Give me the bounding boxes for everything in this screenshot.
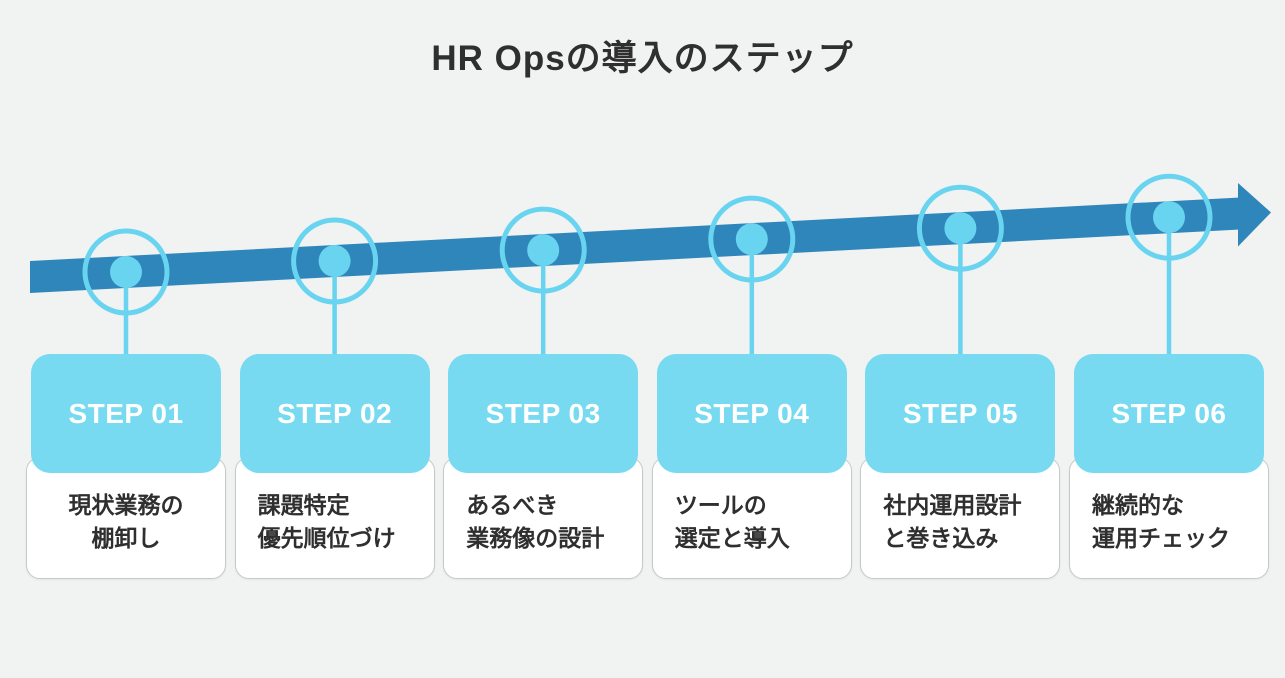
page-title: HR Opsの導入のステップ — [431, 39, 854, 78]
step-marker-2 — [291, 217, 379, 356]
step-marker-3 — [499, 206, 587, 356]
step-description: ツールの 選定と導入 — [674, 492, 790, 551]
step-marker-5 — [916, 184, 1004, 356]
step-label: STEP 02 — [277, 397, 393, 429]
step-card-header: STEP 01 — [31, 354, 221, 473]
step-card-4: STEP 04 ツールの 選定と導入 — [651, 354, 852, 579]
step-description: 現状業務の 棚卸し — [68, 492, 184, 551]
step-label: STEP 04 — [694, 397, 810, 429]
step-card-body: 現状業務の 棚卸し — [26, 457, 226, 579]
step-marker-6 — [1125, 173, 1213, 356]
arrow-shaft — [30, 197, 1240, 293]
marker-dot — [527, 234, 560, 267]
marker-dot — [944, 212, 977, 245]
step-description: 社内運用設計 と巻き込み — [883, 492, 1022, 551]
step-card-header: STEP 02 — [239, 354, 430, 473]
step-card-6: STEP 06 継続的な 運用チェック — [1068, 354, 1269, 579]
step-card-body: 課題特定 優先順位づけ — [234, 457, 435, 579]
step-card-body: 社内運用設計 と巻き込み — [860, 457, 1061, 579]
step-card-body: あるべき 業務像の設計 — [443, 457, 644, 579]
step-cards: STEP 01 現状業務の 棚卸し STEP 02 課題特定 優先順位づけ ST… — [0, 354, 1285, 579]
step-description: 課題特定 優先順位づけ — [257, 492, 396, 551]
step-description: あるべき 業務像の設計 — [466, 492, 605, 551]
step-label: STEP 01 — [68, 397, 184, 429]
step-card-2: STEP 02 課題特定 優先順位づけ — [234, 354, 435, 579]
step-card-header: STEP 05 — [865, 354, 1056, 473]
step-marker-4 — [708, 195, 796, 356]
marker-dot — [318, 245, 351, 277]
step-label: STEP 03 — [485, 397, 601, 429]
step-card-3: STEP 03 あるべき 業務像の設計 — [443, 354, 644, 579]
step-card-header: STEP 04 — [656, 354, 847, 473]
step-card-1: STEP 01 現状業務の 棚卸し — [26, 354, 226, 579]
step-card-body: 継続的な 運用チェック — [1068, 457, 1269, 579]
step-marker-1 — [82, 228, 170, 356]
step-label: STEP 06 — [1111, 397, 1227, 429]
step-description: 継続的な 運用チェック — [1091, 492, 1230, 551]
marker-dot — [735, 223, 768, 256]
marker-dot — [110, 256, 142, 288]
step-label: STEP 05 — [902, 397, 1018, 429]
step-card-body: ツールの 選定と導入 — [651, 457, 852, 579]
step-card-5: STEP 05 社内運用設計 と巻き込み — [860, 354, 1061, 579]
marker-dot — [1153, 201, 1185, 234]
arrow-head-icon — [1238, 183, 1271, 247]
step-card-header: STEP 03 — [448, 354, 639, 473]
step-card-header: STEP 06 — [1073, 354, 1264, 473]
